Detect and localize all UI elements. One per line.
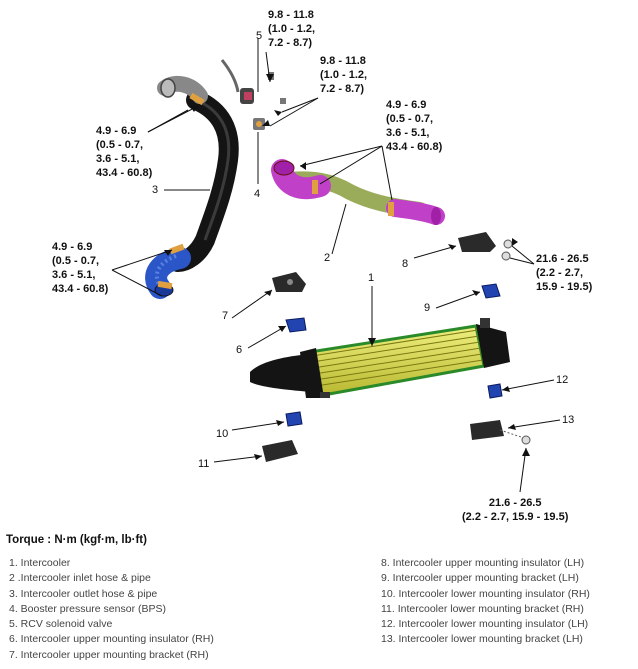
torque-label-inlet-upper: 4.9 - 6.9 (0.5 - 0.7, 3.6 - 5.1, 43.4 - … [386,99,443,153]
legend-item: 6. Intercooler upper mounting insulator … [9,633,214,646]
leader-lines [111,38,561,493]
legend-item: 4. Booster pressure sensor (BPS) [9,602,166,615]
callout-7: 7 [222,310,229,322]
torque-label-bracket-upper: 21.6 - 26.5 (2.2 - 2.7, 15.9 - 19.5) [536,253,593,293]
legend-item: 8. Intercooler upper mounting insulator … [381,557,585,569]
torque-label-outlet-lower: 4.9 - 6.9 (0.5 - 0.7, 3.6 - 5.1, 43.4 - … [52,241,109,295]
legend-item: 2 .Intercooler inlet hose & pipe [9,572,151,585]
rcv-solenoid-valve [220,59,254,104]
callout-11: 11 [198,458,210,470]
lower-mounting-bracket-lh [470,420,531,445]
legend-item: 5. RCV solenoid valve [9,618,113,631]
lower-mounting-insulator-rh [285,411,303,427]
torque-label-bps-mid: 9.8 - 11.8 (1.0 - 1.2, 7.2 - 8.7) [320,55,368,95]
upper-mounting-insulator-lh [481,283,501,299]
leader-arrowheads [164,74,530,460]
legend-item: 11. Intercooler lower mounting bracket (… [381,602,584,615]
legend-item: 3. Intercooler outlet hose & pipe [9,587,158,600]
intercooler-inlet-hose-pipe [271,159,445,225]
callout-4: 4 [254,188,261,200]
legend-item: 13. Intercooler lower mounting bracket (… [381,633,583,646]
callout-8: 8 [402,258,409,270]
callout-3: 3 [152,184,159,196]
intercooler [250,318,510,398]
callout-1: 1 [368,272,375,284]
callout-10: 10 [216,428,229,440]
callout-5: 5 [256,30,263,42]
upper-mounting-insulator-rh [285,317,307,333]
legend-item: 1. Intercooler [9,557,71,569]
lower-mounting-insulator-lh [487,383,503,399]
legend-item: 10. Intercooler lower mounting insulator… [381,587,590,600]
callout-13: 13 [562,414,575,426]
parts-legend-right: 8. Intercooler upper mounting insulator … [381,556,590,648]
legend-item: 9. Intercooler upper mounting bracket (L… [381,572,579,585]
callout-12: 12 [556,374,569,386]
torque-label-bracket-lower: 21.6 - 26.5 (2.2 - 2.7, 15.9 - 19.5) [462,497,569,523]
callout-9: 9 [424,302,431,314]
torque-units-title: Torque : N·m (kgf·m, lb·ft) [6,534,147,546]
exploded-parts-diagram [111,38,561,493]
intercooler-outlet-hose-pipe [145,75,239,299]
upper-mounting-bracket-rh [272,272,306,292]
legend-item: 7. Intercooler upper mounting bracket (R… [9,648,209,661]
callout-6: 6 [236,344,243,356]
parts-legend-left: 1. Intercooler 2 .Intercooler inlet hose… [9,556,214,663]
torque-label-outlet-upper: 4.9 - 6.9 (0.5 - 0.7, 3.6 - 5.1, 43.4 - … [96,125,153,179]
upper-mounting-bracket-lh [458,232,513,261]
legend-item: 12. Intercooler lower mounting insulator… [381,618,589,631]
lower-mounting-bracket-rh [262,440,298,462]
callout-2: 2 [324,252,331,264]
torque-label-bps-top: 9.8 - 11.8 (1.0 - 1.2, 7.2 - 8.7) [268,9,316,49]
